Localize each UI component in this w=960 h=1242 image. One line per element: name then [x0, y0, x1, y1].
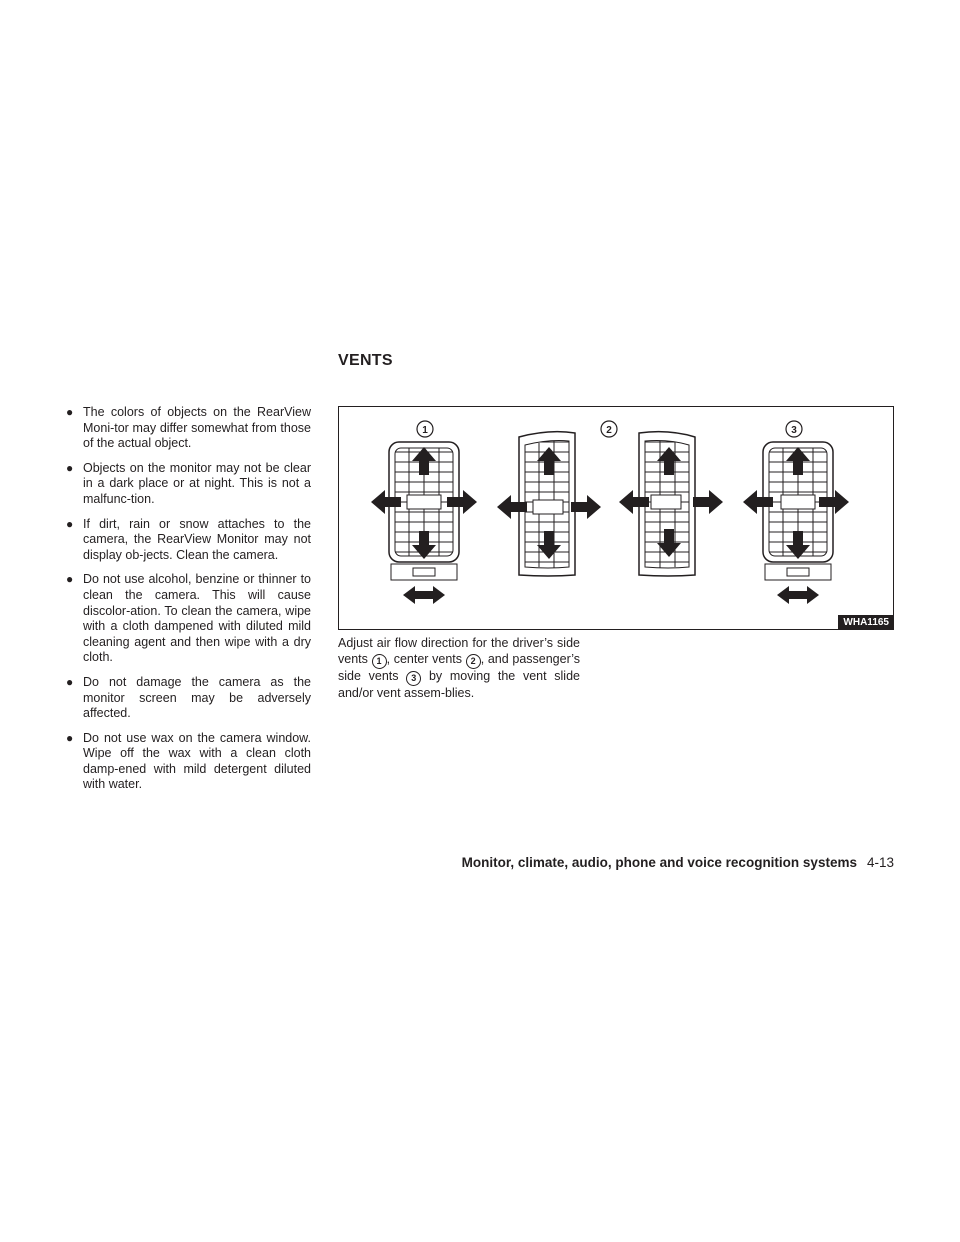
- list-item: ● The colors of objects on the RearView M…: [66, 405, 311, 452]
- figure-caption: Adjust air flow direction for the driver…: [338, 636, 580, 701]
- bullet-text: The colors of objects on the RearView Mo…: [83, 405, 311, 451]
- list-item: ● Do not use alcohol, benzine or thinner …: [66, 572, 311, 666]
- caption-text: by moving the vent slide and/or vent ass…: [338, 668, 580, 700]
- callout-ref-3: 3: [406, 670, 422, 686]
- bullet-icon: ●: [66, 674, 74, 689]
- callout-3: 3: [785, 420, 803, 438]
- callout-1-label: 1: [422, 425, 428, 436]
- bullet-icon: ●: [66, 405, 74, 419]
- figure-code: WHA1165: [838, 615, 893, 629]
- vents-illustration: 1 2 3: [371, 420, 849, 604]
- caption-text: , and passenger’s side vents: [338, 651, 581, 683]
- callout-2: 2: [600, 420, 618, 438]
- airflow-arrows: [371, 447, 849, 604]
- bullet-text: If dirt, rain or snow attaches to the ca…: [83, 516, 311, 562]
- precaution-list: ● The colors of objects on the RearView M…: [66, 405, 311, 802]
- page-footer: Monitor, climate, audio, phone and voice…: [462, 855, 894, 870]
- callout-ref-1: 1: [371, 653, 387, 669]
- passenger-side-vent: [762, 441, 834, 581]
- bullet-icon: ●: [66, 516, 74, 531]
- callout-1: 1: [416, 420, 434, 438]
- callout-ref-2: 2: [465, 653, 481, 669]
- list-item: ● Do not use wax on the camera window. Wi…: [66, 731, 311, 793]
- bullet-text: Objects on the monitor may not be clear …: [83, 460, 311, 506]
- bullet-text: Do not use wax on the camera window. Wip…: [83, 730, 311, 792]
- bullet-icon: ●: [66, 460, 74, 475]
- footer-section-title: Monitor, climate, audio, phone and voice…: [461, 855, 857, 870]
- bullet-text: Do not use alcohol, benzine or thinner t…: [83, 572, 311, 665]
- caption-text: Adjust air flow direction for the driver…: [338, 636, 580, 666]
- bullet-icon: ●: [66, 730, 74, 745]
- callout-2-label: 2: [606, 425, 612, 436]
- caption-text: , center vents: [386, 651, 466, 666]
- list-item: ● If dirt, rain or snow attaches to the c…: [66, 517, 311, 564]
- list-item: ● Objects on the monitor may not be clear…: [66, 461, 311, 508]
- list-item: ● Do not damage the camera as the monitor…: [66, 675, 311, 722]
- bullet-text: Do not damage the camera as the monitor …: [83, 674, 311, 721]
- bullet-icon: ●: [66, 572, 74, 587]
- callout-3-label: 3: [791, 425, 797, 436]
- center-vent-right: [638, 430, 696, 577]
- vents-figure: 1 2 3 WHA1165: [338, 406, 894, 630]
- section-title: VENTS: [338, 352, 393, 369]
- page-number: 4-13: [866, 855, 894, 870]
